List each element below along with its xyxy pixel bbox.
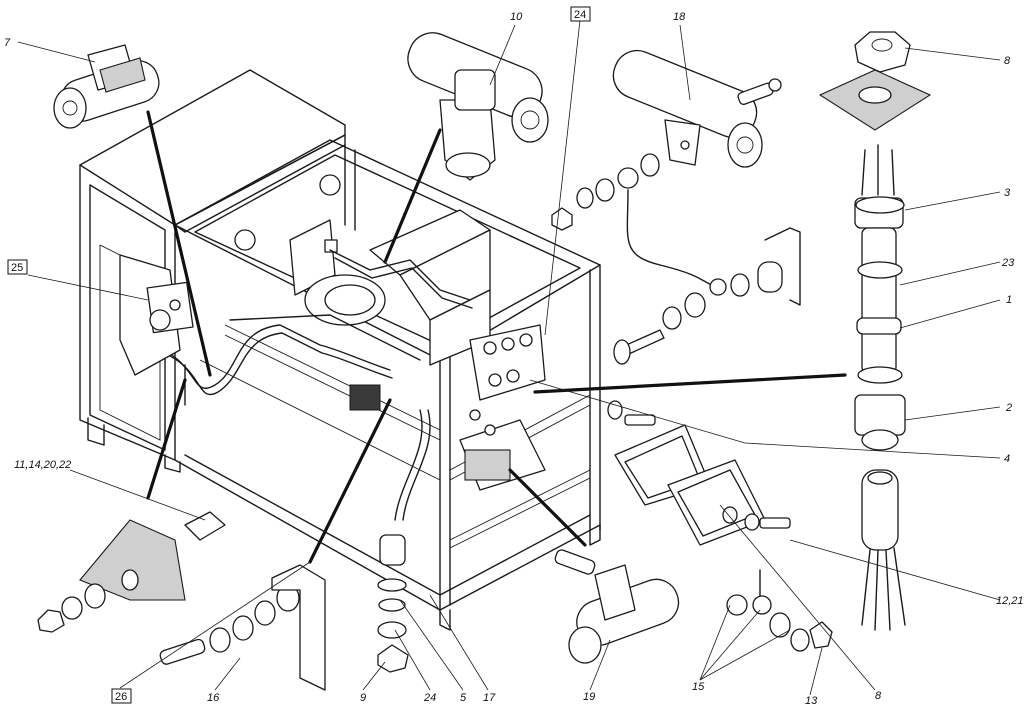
callout-26-box [111, 688, 132, 704]
panel-connector-25 [119, 254, 194, 376]
callout-25: 25 [11, 262, 23, 274]
nut-washer-stack [377, 534, 409, 673]
callout-1: 1 [1006, 294, 1012, 306]
cabinet-frame [79, 69, 601, 631]
callout-26: 26 [115, 691, 127, 703]
callout-2: 2 [1005, 402, 1012, 414]
callout-24-top-box [570, 6, 591, 22]
callout-8-top: 8 [1004, 55, 1011, 67]
callout-25-box [7, 259, 28, 275]
connector-7 [53, 44, 160, 129]
motor-unit [234, 174, 491, 366]
connector-19 [554, 549, 680, 664]
callout-13: 13 [805, 695, 818, 707]
cable-gland-assembly [818, 31, 932, 631]
callout-15: 15 [692, 681, 705, 693]
callout-3: 3 [1004, 187, 1011, 199]
connector-18 [612, 49, 782, 168]
callout-9: 9 [360, 692, 366, 704]
callout-18: 18 [673, 11, 686, 23]
contactor-block [349, 324, 546, 491]
callout-24-top: 24 [574, 9, 586, 21]
callout-4: 4 [1004, 453, 1010, 465]
cover-plates [607, 400, 791, 546]
callout-16: 16 [207, 692, 220, 704]
assembly-pointer-lines [146, 110, 847, 564]
callout-labels: 7 10 24 18 8 3 23 1 2 4 25 11,14,20,22 1… [4, 6, 1024, 707]
wiring-harness [149, 249, 473, 521]
ground-wire-hardware [551, 153, 801, 365]
callout-17: 17 [483, 692, 496, 704]
callout-8-bottom: 8 [875, 690, 882, 702]
callout-11-14-20-22: 11,14,20,22 [14, 459, 71, 471]
callout-24-bottom: 24 [423, 692, 436, 704]
callout-23: 23 [1001, 257, 1015, 269]
callout-12-21: 12,21 [996, 595, 1024, 607]
callout-10: 10 [510, 11, 523, 23]
bracket-26 [37, 511, 326, 691]
callout-7: 7 [4, 37, 11, 49]
callout-19: 19 [583, 691, 595, 703]
connector-10 [407, 32, 549, 181]
leader-lines [17, 19, 1001, 696]
callout-5: 5 [460, 692, 467, 704]
bottom-right-hardware [726, 569, 833, 652]
